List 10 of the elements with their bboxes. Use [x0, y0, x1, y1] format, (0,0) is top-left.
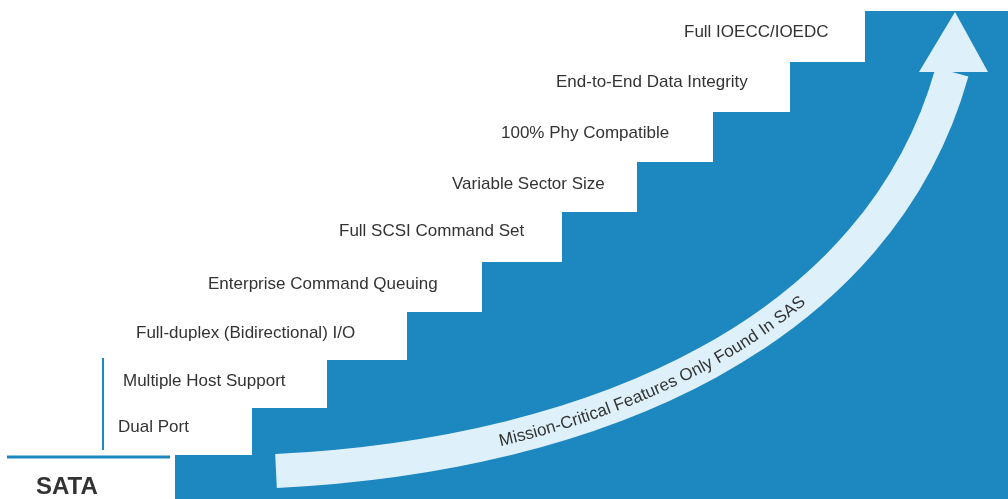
- feature-label: End-to-End Data Integrity: [556, 72, 748, 92]
- feature-label: Enterprise Command Queuing: [208, 274, 438, 294]
- feature-label: Full-duplex (Bidirectional) I/O: [136, 323, 356, 343]
- feature-label: Dual Port: [118, 417, 189, 437]
- feature-label: Full SCSI Command Set: [339, 221, 525, 241]
- feature-label: Variable Sector Size: [452, 174, 605, 194]
- feature-label: Multiple Host Support: [123, 371, 286, 391]
- feature-label: 100% Phy Compatible: [501, 123, 670, 143]
- heading: SATA: [36, 473, 98, 499]
- feature-label: Full IOECC/IOEDC: [684, 22, 829, 42]
